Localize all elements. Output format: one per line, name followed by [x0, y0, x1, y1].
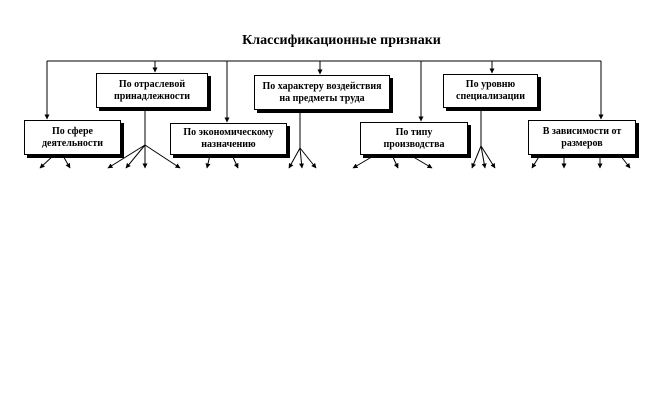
- fan-arrow: [391, 154, 399, 169]
- box-production-type: По типу производства: [360, 122, 468, 155]
- fan-arrow: [125, 144, 146, 169]
- diagram-title: Классификационные признаки: [242, 33, 441, 48]
- fan-arrow: [299, 147, 305, 169]
- fan-arrow: [61, 153, 71, 169]
- fan-arrow: [299, 147, 317, 169]
- fan-arrow: [619, 154, 631, 169]
- fan-arrow: [231, 154, 239, 169]
- box-economic: По экономическому назначению: [170, 123, 287, 155]
- fan-arrow: [480, 145, 496, 169]
- box-specialization: По уровню специализации: [443, 74, 538, 108]
- box-sphere: По сфере деятельности: [24, 120, 121, 155]
- fan-arrow: [480, 145, 487, 169]
- fan-arrow: [205, 154, 211, 169]
- fan-arrow: [288, 147, 301, 169]
- fan-arrow: [39, 153, 56, 169]
- box-industry: По отраслевой принадлежности: [96, 73, 208, 108]
- box-size: В зависимости от размеров: [528, 120, 636, 155]
- box-impact: По характеру воздействия на предметы тру…: [254, 75, 390, 110]
- fan-arrow: [144, 144, 181, 169]
- fan-arrow: [531, 154, 541, 169]
- fan-arrow: [352, 154, 376, 169]
- fan-arrow: [107, 144, 146, 169]
- fan-arrow: [409, 154, 433, 169]
- fan-arrow: [471, 145, 482, 169]
